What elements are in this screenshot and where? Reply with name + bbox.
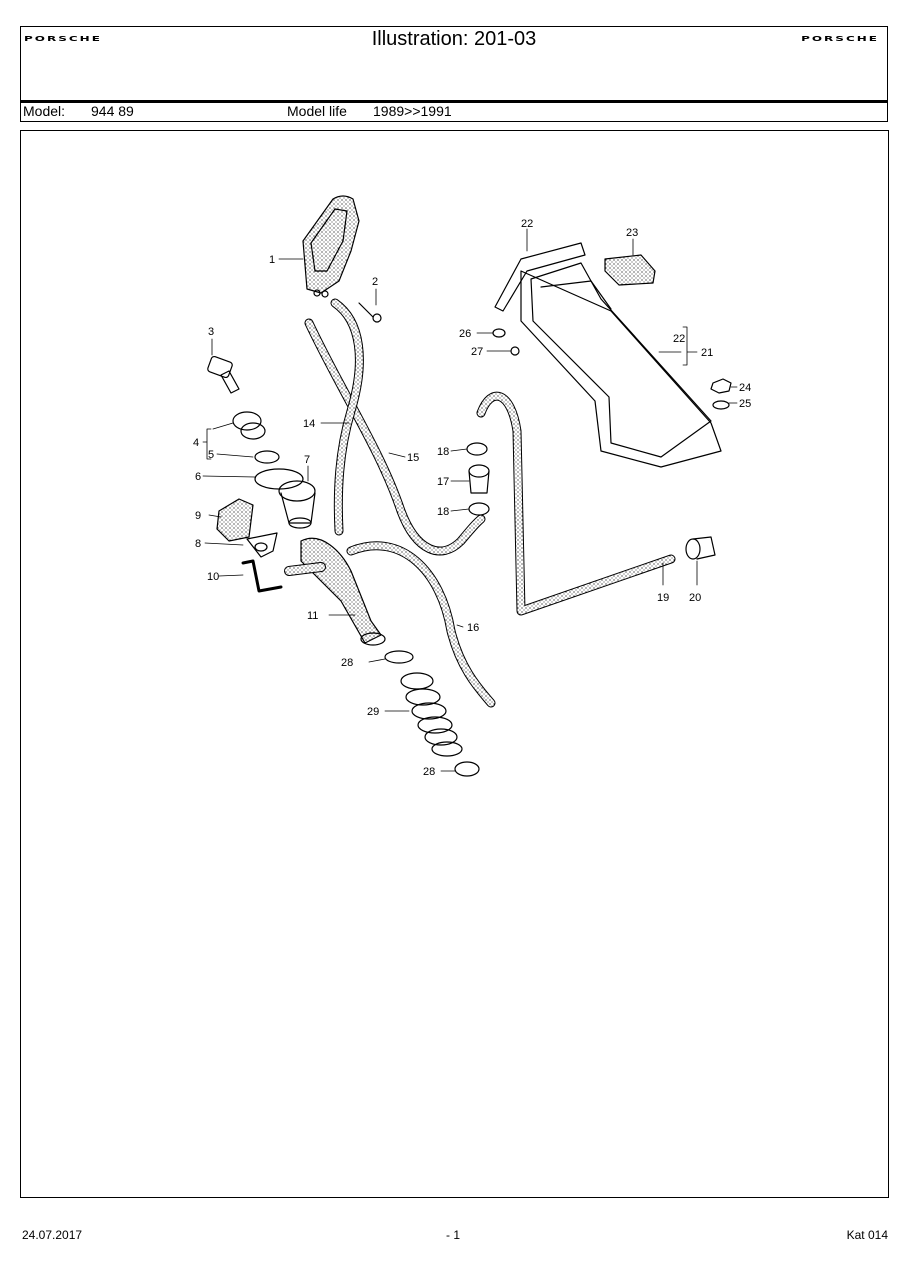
part-6-ring (254, 468, 304, 490)
callout-7: 7 (304, 454, 310, 466)
callout-11: 11 (307, 610, 318, 622)
callout-8: 8 (195, 538, 201, 550)
part-7-grommet (278, 480, 316, 529)
part-21-tank-cover (530, 262, 712, 458)
hose-16 (346, 541, 496, 708)
part-8-housing (246, 532, 278, 558)
part-24-nut (710, 378, 732, 394)
header-divider (21, 100, 887, 103)
callout-18-upper: 18 (437, 446, 449, 458)
part-23-bracket (604, 254, 656, 286)
callout-28-lower: 28 (423, 766, 435, 778)
part-1-filler-flap (302, 195, 360, 298)
callout-25: 25 (739, 398, 751, 410)
part-17-valve (468, 464, 490, 494)
hose-19 (476, 391, 676, 616)
part-11-filler-neck (284, 537, 386, 646)
part-22-frame (494, 242, 722, 468)
footer-date: 24.07.2017 (22, 1228, 83, 1242)
part-10-pipe (241, 559, 283, 593)
model-life-value: 1989>>1991 (373, 103, 452, 119)
callout-22-side: 22 (673, 333, 685, 345)
callout-26: 26 (459, 328, 471, 340)
callout-17: 17 (437, 476, 449, 488)
header-box: PORSCHE Illustration: 201-03 PORSCHE Mod… (20, 26, 888, 122)
callout-21: 21 (701, 347, 713, 359)
part-26-washer (492, 328, 506, 338)
callout-9: 9 (195, 510, 201, 522)
part-4-cap (232, 411, 266, 440)
brand-logo-left: PORSCHE (24, 35, 102, 43)
callout-22-top: 22 (521, 218, 533, 230)
part-27-screw (510, 346, 520, 356)
callout-2: 2 (372, 276, 378, 288)
callout-1: 1 (269, 254, 275, 266)
part-5-seal (254, 450, 280, 464)
part-18-clamp-lower (468, 502, 490, 516)
callout-6: 6 (195, 471, 201, 483)
hose-14 (330, 298, 364, 536)
brand-logo-right: PORSCHE (801, 35, 879, 43)
part-28-clamp-upper (384, 650, 414, 664)
part-2-screw (358, 302, 382, 323)
part-9-plate (216, 498, 254, 542)
callout-19: 19 (657, 592, 669, 604)
part-25-washer (712, 400, 730, 410)
callout-14: 14 (303, 418, 315, 430)
model-life-label: Model life (287, 103, 347, 119)
illustration-frame: 1 2 3 4 5 6 7 8 9 10 11 14 15 16 17 18 1… (20, 130, 889, 1198)
callout-10: 10 (207, 571, 219, 583)
part-20-connector (685, 536, 716, 560)
callout-29: 29 (367, 706, 379, 718)
footer-catalog: Kat 014 (846, 1228, 888, 1242)
callout-4: 4 (193, 437, 199, 449)
part-28-clamp-lower (454, 761, 480, 777)
callout-27: 27 (471, 346, 483, 358)
parts-diagram: 1 2 3 4 5 6 7 8 9 10 11 14 15 16 17 18 1… (193, 195, 751, 778)
callout-20: 20 (689, 592, 701, 604)
part-29-bellows (400, 672, 463, 757)
leader-lines (202, 228, 738, 772)
callout-23: 23 (626, 227, 638, 239)
callout-15: 15 (407, 452, 419, 464)
callout-16: 16 (467, 622, 479, 634)
part-3-lock-cylinder (207, 355, 240, 394)
model-label: Model: (23, 103, 66, 119)
illustration-title: Illustration: 201-03 (371, 28, 537, 50)
callout-labels: 1 2 3 4 5 6 7 8 9 10 11 14 15 16 17 18 1… (193, 218, 751, 778)
footer-page: - 1 (446, 1228, 461, 1242)
callout-18-lower: 18 (437, 506, 449, 518)
model-value: 944 89 (91, 103, 134, 119)
callout-3: 3 (208, 326, 214, 338)
callout-24: 24 (739, 382, 751, 394)
callout-5: 5 (208, 449, 214, 461)
callout-28-upper: 28 (341, 657, 353, 669)
hose-15 (304, 318, 486, 556)
part-18-clamp-upper (466, 442, 488, 456)
